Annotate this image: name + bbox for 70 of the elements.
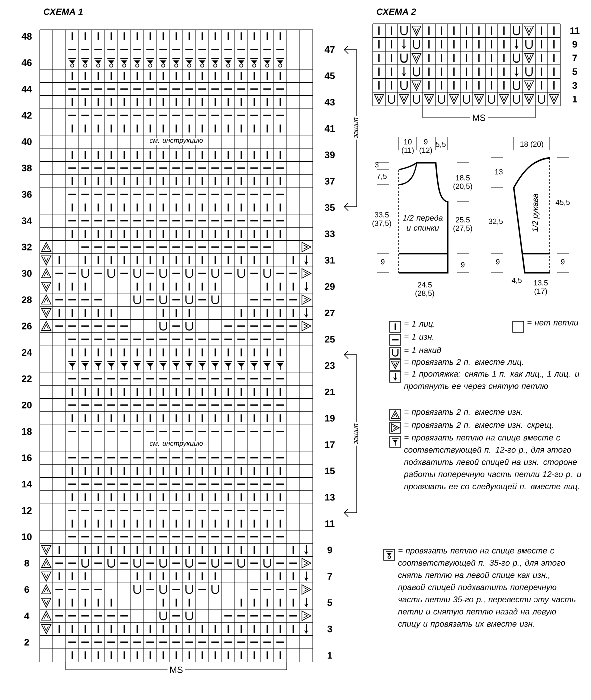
row-number: 1 [328, 652, 332, 659]
row-number: 6 [24, 586, 30, 594]
legend-text: = 1 изн. [404, 334, 434, 340]
row-number: 10 [22, 534, 32, 540]
chart-title: СХЕМА 1 [44, 8, 83, 16]
row-number: 23 [325, 362, 335, 370]
row-number: 8 [24, 560, 30, 567]
row-number: 38 [22, 164, 32, 172]
row-number: 45 [324, 72, 336, 80]
repeat-label: MS [470, 112, 488, 124]
row-number: 3 [572, 82, 578, 90]
row-number: 15 [325, 468, 336, 475]
chart-title: СХЕМА 2 [376, 8, 416, 16]
row-number: 9 [572, 41, 578, 48]
legend-text: = провязать 2 п. вместе изн. скрещ. [404, 422, 553, 430]
row-number: 3 [328, 626, 332, 633]
row-number: 16 [22, 454, 32, 462]
garment-piece: 1/2 переда и спинки [398, 162, 449, 274]
garment-piece: 1/2 рукава [513, 157, 550, 274]
row-number: 48 [22, 33, 32, 40]
row-number: 17 [325, 442, 335, 448]
legend-text: = провязать 2 п. вместе изн. [404, 409, 522, 417]
row-number: 14 [22, 481, 32, 488]
row-number: 39 [324, 152, 335, 158]
row-number: 7 [328, 573, 332, 580]
row-number: 4 [24, 612, 30, 620]
repeat-label: MS [168, 664, 186, 676]
row-number: 47 [324, 46, 335, 54]
row-number: 32 [22, 244, 32, 251]
row-number: 11 [570, 28, 580, 34]
row-number: 31 [324, 257, 336, 264]
legend-text: = 1 накид [404, 347, 442, 354]
row-number: 36 [22, 191, 32, 198]
legend-text: = 1 лиц. [404, 321, 435, 329]
row-number: 40 [22, 138, 32, 146]
row-number: 35 [324, 204, 336, 212]
row-number: 24 [22, 349, 32, 356]
row-number: 5 [572, 68, 578, 76]
row-number: 2 [24, 639, 30, 646]
row-number: 21 [325, 388, 336, 396]
legend-text: = провязать петлю на спице вместе с соответствующей п. 35-го р., для этого снять петлю на левой спице как изн., правой спицей подхватить поперечную часть петли 35-го р., перевести эту часть петли и снятую петлю назад на левую спицу и провязать их вместе изн. [398, 549, 576, 629]
legend-text: = провязать петлю на спице вместе с соответствующей п. 12-го р., для этого подхватить левой спицей на изн. стороне работы поперечную часть петли 12-го р. и провязать ее со следующей п. вместе лиц. [404, 436, 582, 492]
row-number: 13 [325, 494, 335, 501]
row-number: 27 [325, 310, 335, 317]
row-number: 26 [22, 322, 32, 330]
row-number: 41 [324, 126, 336, 132]
row-number: 30 [22, 270, 32, 277]
row-number: 46 [22, 60, 32, 66]
row-number: 7 [572, 54, 578, 62]
row-number: 42 [22, 112, 32, 119]
row-number: 33 [324, 230, 335, 238]
row-number: 22 [22, 376, 32, 382]
row-number: 19 [325, 415, 335, 422]
legend-text: = провязать 2 п. вместе лиц. [404, 359, 524, 367]
row-number: 44 [22, 86, 32, 93]
row-number: 11 [326, 520, 335, 528]
row-number: 9 [328, 546, 332, 554]
row-number: 29 [325, 283, 335, 290]
row-number: 25 [325, 336, 336, 343]
row-number: 12 [22, 507, 32, 514]
row-number: 28 [22, 296, 32, 304]
row-number: 20 [22, 402, 32, 409]
row-number: 34 [22, 218, 32, 224]
row-number: 43 [324, 99, 335, 106]
row-number: 1 [572, 96, 578, 103]
legend-text: = 1 протяжка: снять 1 п. как лиц., 1 лиц. и протянуть ее через снятую петлю [404, 371, 580, 391]
row-number: 18 [22, 428, 32, 436]
row-number: 37 [324, 178, 335, 185]
legend-text: = нет петли [528, 321, 579, 326]
row-number: 5 [328, 600, 332, 606]
